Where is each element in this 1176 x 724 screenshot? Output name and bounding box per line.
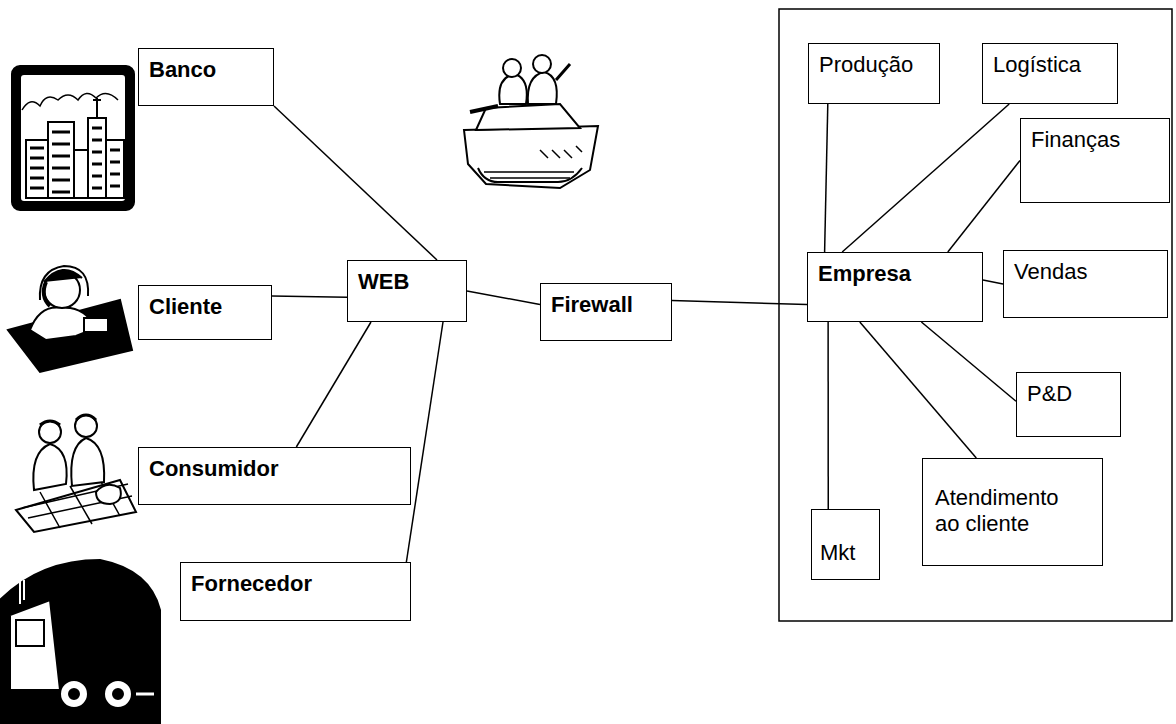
web-box: WEB <box>347 260 467 322</box>
department-box: Logística <box>982 43 1118 104</box>
connector-line <box>296 322 371 447</box>
connector-line <box>983 280 1003 284</box>
department-box: Finanças <box>1020 118 1170 203</box>
connector-line <box>860 322 977 458</box>
box-label: Atendimento ao cliente <box>935 485 1085 538</box>
connector-line <box>467 291 540 304</box>
city-icon <box>12 66 134 210</box>
box-label: Consumidor <box>149 456 400 482</box>
box-label: Logística <box>993 52 1107 78</box>
partner-box: Consumidor <box>138 447 411 505</box>
partner-box: Fornecedor <box>180 562 411 621</box>
box-label: Finanças <box>1031 127 1159 153</box>
box-label: Mkt <box>820 540 871 566</box>
box-label: Produção <box>819 52 929 78</box>
company-boundary <box>779 9 1172 621</box>
connector-line <box>921 322 1016 401</box>
department-box: Mkt <box>811 509 880 580</box>
picnic-couple-icon <box>16 415 136 532</box>
connector-line <box>672 300 807 304</box>
connector-line <box>948 161 1020 253</box>
department-box: P&D <box>1016 372 1121 437</box>
department-box: Produção <box>808 43 940 104</box>
tank-icon <box>464 55 598 188</box>
department-box: Atendimento ao cliente <box>922 458 1103 566</box>
box-label: Cliente <box>149 294 261 320</box>
partner-box: Banco <box>138 48 274 106</box>
person-phone-icon <box>8 266 132 372</box>
connector-line <box>842 104 1009 252</box>
connector-line <box>825 104 828 252</box>
partner-box: Cliente <box>138 285 272 340</box>
box-label: WEB <box>358 269 456 295</box>
connector-line <box>274 106 437 260</box>
box-label: Banco <box>149 57 263 83</box>
box-label: Firewall <box>551 292 661 318</box>
connector-line <box>406 322 443 562</box>
department-box: Vendas <box>1003 250 1168 318</box>
company-box: Empresa <box>807 252 983 322</box>
box-label: Empresa <box>818 261 972 287</box>
firewall-box: Firewall <box>540 283 672 341</box>
box-label: Fornecedor <box>191 571 400 597</box>
box-label: Vendas <box>1014 259 1157 285</box>
connector-line <box>827 322 829 509</box>
connector-line <box>272 296 347 297</box>
truck-icon <box>0 560 160 724</box>
box-label: P&D <box>1027 381 1110 407</box>
